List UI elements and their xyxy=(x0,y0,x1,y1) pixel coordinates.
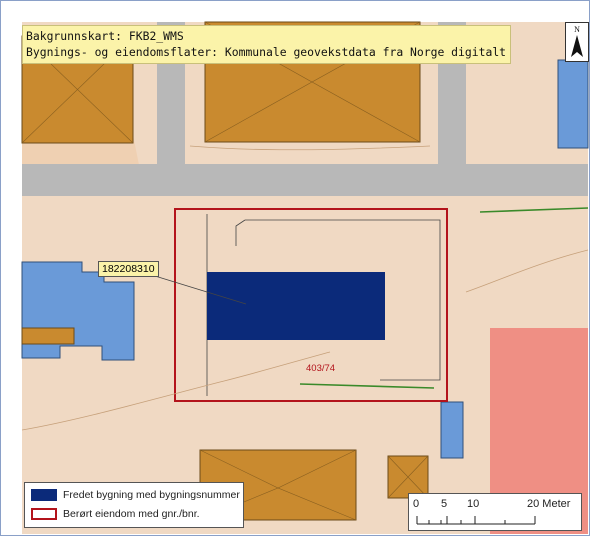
data-source: Bygnings- og eiendomsflater: Kommunale g… xyxy=(26,45,507,59)
legend-item-protected: Fredet bygning med bygningsnummer xyxy=(31,489,240,501)
scale-tick-10: 10 xyxy=(467,498,480,510)
building-number-callout: 182208310 xyxy=(98,261,159,277)
north-label: N xyxy=(574,25,580,34)
map-legend: Fredet bygning med bygningsnummer Berørt… xyxy=(24,482,244,528)
legend-item-property: Berørt eiendom med gnr./bnr. xyxy=(31,508,200,520)
legend-swatch-protected xyxy=(31,489,57,501)
scale-bar: 0 5 10 20 Meter xyxy=(408,493,582,531)
scale-tick-5: 5 xyxy=(441,498,448,510)
north-arrow-box: N xyxy=(565,22,589,62)
red-zone xyxy=(490,328,588,534)
green-line-ne xyxy=(479,207,589,213)
road-horizontal xyxy=(22,164,588,196)
callout-leader xyxy=(154,275,247,305)
building-blue-ne xyxy=(557,59,589,149)
basemap-source: Bakgrunnskart: FKB2_WMS xyxy=(26,29,184,43)
building-blue-small xyxy=(440,401,464,459)
north-arrow-icon: N xyxy=(571,25,583,57)
scale-ruler xyxy=(416,516,536,525)
building-small-west xyxy=(21,327,75,345)
protected-building[interactable] xyxy=(207,272,385,340)
map-info-box: Bakgrunnskart: FKB2_WMS Bygnings- og eie… xyxy=(22,25,512,64)
affected-property-boundary[interactable] xyxy=(174,208,448,402)
parcel-label: 403/74 xyxy=(306,363,336,374)
path-line xyxy=(245,219,441,381)
legend-label-property: Berørt eiendom med gnr./bnr. xyxy=(63,508,200,520)
scale-tick-0: 0 xyxy=(413,498,420,510)
legend-swatch-property xyxy=(31,508,57,520)
legend-label-protected: Fredet bygning med bygningsnummer xyxy=(63,489,240,501)
scale-tick-20: 20 Meter xyxy=(527,498,571,510)
green-line-parcel xyxy=(299,383,435,389)
